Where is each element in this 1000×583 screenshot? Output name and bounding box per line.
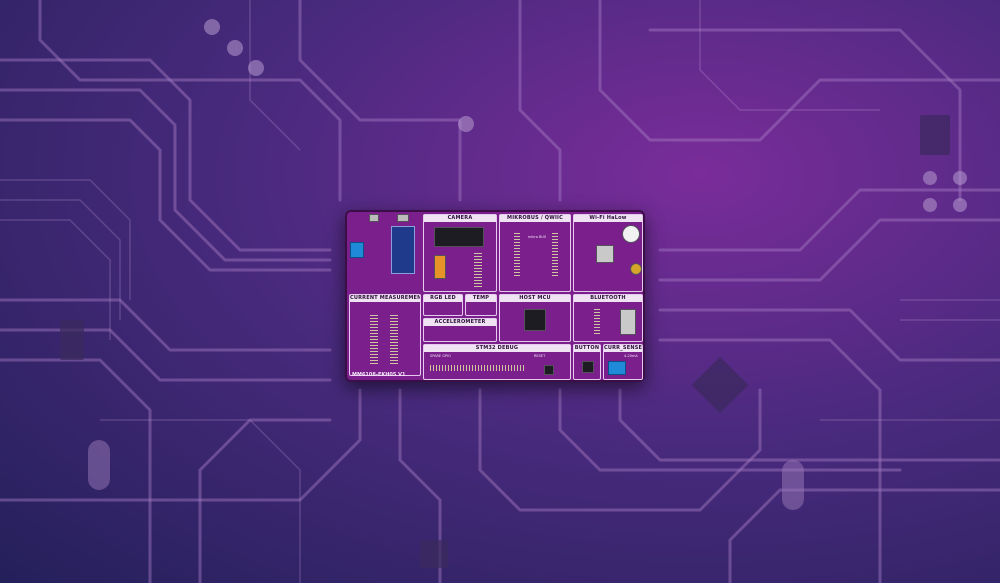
usb-c-connector xyxy=(369,214,379,222)
mikrobus-logo-text: mikro BUS xyxy=(528,235,547,239)
current-measurement-title: CURRENT MEASUREMENT xyxy=(350,295,420,302)
camera-title: CAMERA xyxy=(424,215,496,222)
stm32-debug-section: STM32 DEBUG SPARE GPIO RESET xyxy=(423,344,571,380)
power-terminal-block xyxy=(350,242,364,258)
accelerometer-title: ACCELEROMETER xyxy=(424,319,496,326)
board-model-label: MM6108-EKH05 V1 xyxy=(352,372,406,378)
current-jumpers-2 xyxy=(390,315,398,365)
camera-connector xyxy=(434,227,484,247)
stm32-debug-title: STM32 DEBUG xyxy=(424,345,570,352)
host-mcu-chip xyxy=(524,309,546,331)
mikrobus-section: MIKROBUS / QWIIC mikro BUS xyxy=(499,214,571,292)
current-measurement-section: CURRENT MEASUREMENT xyxy=(349,294,421,376)
halow-module xyxy=(596,245,614,263)
bluetooth-title: BLUETOOTH xyxy=(574,295,642,302)
user-button xyxy=(582,361,594,373)
dev-board: CAMERA MIKROBUS / QWIIC mikro BUS Wi-Fi … xyxy=(345,210,645,382)
reset-button xyxy=(544,365,554,375)
range-label: 4-20mA xyxy=(624,354,638,358)
button-title: BUTTON xyxy=(574,345,600,352)
mikrobus-left-header xyxy=(514,233,520,277)
accelerometer-section: ACCELEROMETER xyxy=(423,318,497,342)
brand-logo xyxy=(622,225,640,243)
camera-pin-header xyxy=(474,253,482,287)
reset-label: RESET xyxy=(534,354,546,358)
curr-sense-section: CURR_SENSE 4-20mA xyxy=(603,344,643,380)
usb-micro-connector xyxy=(397,214,409,222)
button-section: BUTTON xyxy=(573,344,601,380)
wifi-halow-title: Wi-Fi HaLow xyxy=(574,215,642,222)
mikrobus-right-header xyxy=(552,233,558,277)
curr-sense-terminal xyxy=(608,361,626,375)
wifi-module xyxy=(391,226,415,274)
rgb-led-section: RGB LED xyxy=(423,294,463,316)
bluetooth-module xyxy=(620,309,636,335)
mikrobus-title: MIKROBUS / QWIIC xyxy=(500,215,570,222)
rgb-led-title: RGB LED xyxy=(424,295,462,302)
camera-section: CAMERA xyxy=(423,214,497,292)
debug-pin-header xyxy=(430,365,526,371)
wifi-halow-section: Wi-Fi HaLow xyxy=(573,214,643,292)
host-mcu-title: HOST MCU xyxy=(500,295,570,302)
host-mcu-section: HOST MCU xyxy=(499,294,571,342)
temp-title: TEMP xyxy=(466,295,496,302)
current-jumpers xyxy=(370,315,378,365)
bluetooth-section: BLUETOOTH xyxy=(573,294,643,342)
curr-sense-title: CURR_SENSE xyxy=(604,345,642,352)
bluetooth-header xyxy=(594,309,600,335)
camera-lens xyxy=(434,255,446,279)
spare-gpio-label: SPARE GPIO xyxy=(430,354,451,358)
temp-section: TEMP xyxy=(465,294,497,316)
antenna-connector xyxy=(630,263,642,275)
